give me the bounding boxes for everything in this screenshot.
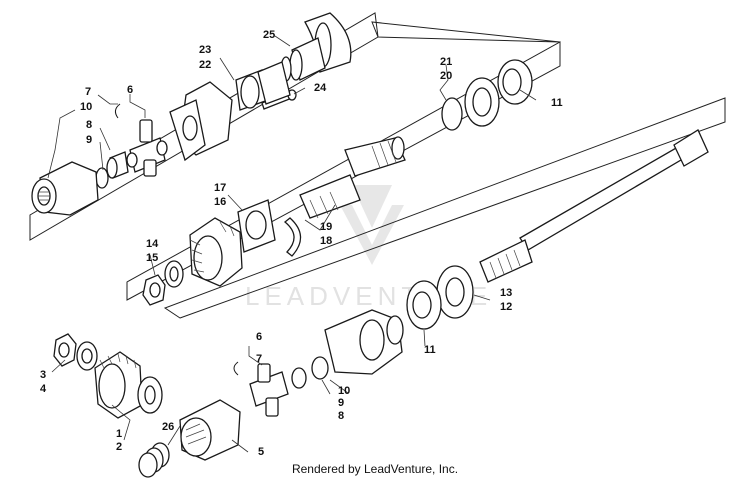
- part-25-boot: [280, 12, 352, 82]
- part-14-15-nut-washer: [142, 260, 184, 306]
- callout-25: 25: [263, 29, 275, 41]
- part-22-23-flange-yoke: [169, 61, 291, 162]
- callout-12: 12: [500, 301, 512, 313]
- callout-17: 17: [214, 182, 226, 194]
- part-18-19-ring: [283, 217, 302, 257]
- part-10-yoke-lower: [324, 309, 404, 375]
- callout-14: 14: [146, 238, 159, 250]
- callout-23: 23: [199, 44, 211, 56]
- callout-7-top: 7: [85, 86, 91, 98]
- part-1-2-ring-gear: [94, 351, 163, 419]
- callout-16: 16: [214, 196, 226, 208]
- callout-8-top: 8: [86, 119, 92, 131]
- callout-22: 22: [199, 59, 211, 71]
- callout-2: 2: [116, 441, 122, 453]
- part-8-9-bearing-top: [95, 151, 129, 189]
- pinion-gear: [189, 217, 243, 287]
- callout-11-lower: 11: [424, 344, 436, 356]
- callouts: 25 23 22 24 7 6 10 8 9 21 20 11 17 16 19…: [40, 29, 563, 458]
- callout-1: 1: [116, 428, 122, 440]
- callout-3: 3: [40, 369, 46, 381]
- callout-15: 15: [146, 252, 158, 264]
- callout-24: 24: [314, 82, 327, 94]
- callout-20: 20: [440, 70, 452, 82]
- callout-9-top: 9: [86, 134, 92, 146]
- callout-26: 26: [162, 421, 174, 433]
- callout-13: 13: [500, 287, 512, 299]
- callout-5: 5: [258, 446, 264, 458]
- callout-4: 4: [40, 383, 47, 395]
- part-8-9-bearing-lower: [291, 356, 329, 389]
- part-5-slip-yoke: [179, 399, 241, 461]
- callout-6-lower: 6: [256, 331, 262, 343]
- part-11-seal-top: [497, 59, 533, 105]
- part-6-ujoint-top: [126, 119, 168, 177]
- callout-18: 18: [320, 235, 332, 247]
- pinion-shaft: [299, 136, 406, 219]
- part-16-17-bearing: [237, 199, 276, 253]
- part-26-spring: [138, 442, 170, 478]
- callout-8-lower: 8: [338, 410, 344, 422]
- part-20-21-bearing: [441, 77, 500, 131]
- callout-9-lower: 9: [338, 397, 344, 409]
- part-12-13-bearing: [436, 265, 474, 319]
- callout-7-lower: 7: [256, 353, 262, 365]
- output-shaft: [479, 129, 709, 283]
- axle-shaft-frame: [371, 21, 561, 43]
- render-credit: Rendered by LeadVenture, Inc.: [291, 462, 459, 476]
- part-6-ujoint-lower: [249, 363, 289, 417]
- leader-lines: [47, 35, 537, 453]
- part-11-seal-lower: [406, 280, 442, 330]
- callout-11-top: 11: [551, 97, 563, 109]
- output-shaft-frame: [163, 97, 726, 319]
- callout-6-top: 6: [127, 84, 133, 96]
- callout-10-lower: 10: [338, 385, 350, 397]
- part-7-clip-lower: [233, 361, 239, 376]
- callout-19: 19: [320, 221, 332, 233]
- part-10-yoke-top: [31, 161, 99, 216]
- part-3-4-nut-washer: [53, 333, 98, 371]
- callout-21: 21: [440, 56, 452, 68]
- callout-10-top: 10: [80, 101, 92, 113]
- part-7-clip-top: [114, 103, 121, 119]
